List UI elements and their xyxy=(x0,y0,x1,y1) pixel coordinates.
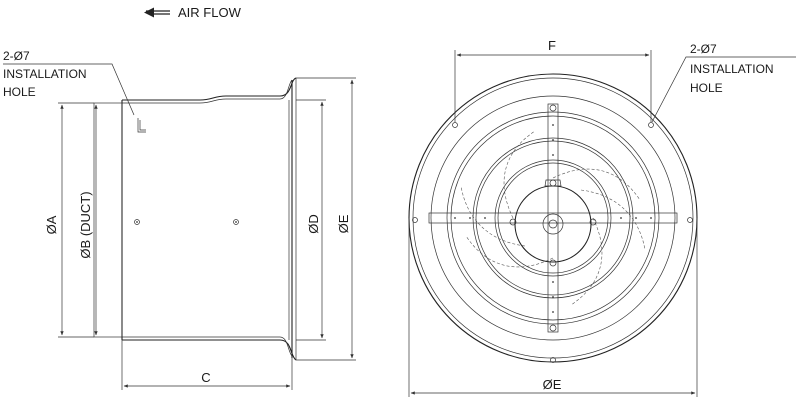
fan-housing-side xyxy=(93,77,297,361)
dim-b-label: ØB (DUCT) xyxy=(78,191,93,258)
dimension-f: F xyxy=(454,38,652,122)
dim-f-label: F xyxy=(548,38,556,53)
note-qty-side: 2-Ø7 xyxy=(3,49,30,63)
fan-blades xyxy=(460,130,646,306)
dimension-a: ØA xyxy=(44,102,94,338)
dimension-b: ØB (DUCT) xyxy=(78,104,98,336)
dim-a-label: ØA xyxy=(44,215,59,234)
airflow-indicator: AIR FLOW xyxy=(144,5,242,20)
flange-holes xyxy=(412,122,693,363)
front-view: 2-Ø7 INSTALLATION HOLE F ØE xyxy=(408,38,796,397)
airflow-label: AIR FLOW xyxy=(178,5,242,20)
motor-hub xyxy=(509,179,597,267)
note-line2-side: HOLE xyxy=(3,85,36,99)
dimension-d: ØD xyxy=(296,99,326,341)
dim-c-label: C xyxy=(201,370,210,385)
note-line1-front: INSTALLATION xyxy=(690,62,774,76)
installation-hole-note-front: 2-Ø7 INSTALLATION HOLE xyxy=(651,42,796,123)
motor-mounting-bars xyxy=(428,103,678,333)
installation-hole-note-side: 2-Ø7 INSTALLATION HOLE xyxy=(3,49,135,116)
dim-e-side-label: ØE xyxy=(336,214,351,233)
dimension-e-side: ØE xyxy=(296,77,356,361)
note-qty-front: 2-Ø7 xyxy=(690,42,717,56)
dim-d-label: ØD xyxy=(306,214,321,234)
note-line1-side: INSTALLATION xyxy=(3,67,87,81)
side-view: 2-Ø7 INSTALLATION HOLE ØA ØB (DUCT) C xyxy=(3,49,356,390)
dimension-c: C xyxy=(121,340,293,390)
note-line2-front: HOLE xyxy=(690,81,723,95)
fan-guard-rings xyxy=(430,95,676,341)
dim-e-front-label: ØE xyxy=(543,377,562,392)
fan-outer-flange xyxy=(408,73,698,363)
dimension-e-front: ØE xyxy=(408,218,698,397)
arrow-left-icon xyxy=(144,7,170,18)
